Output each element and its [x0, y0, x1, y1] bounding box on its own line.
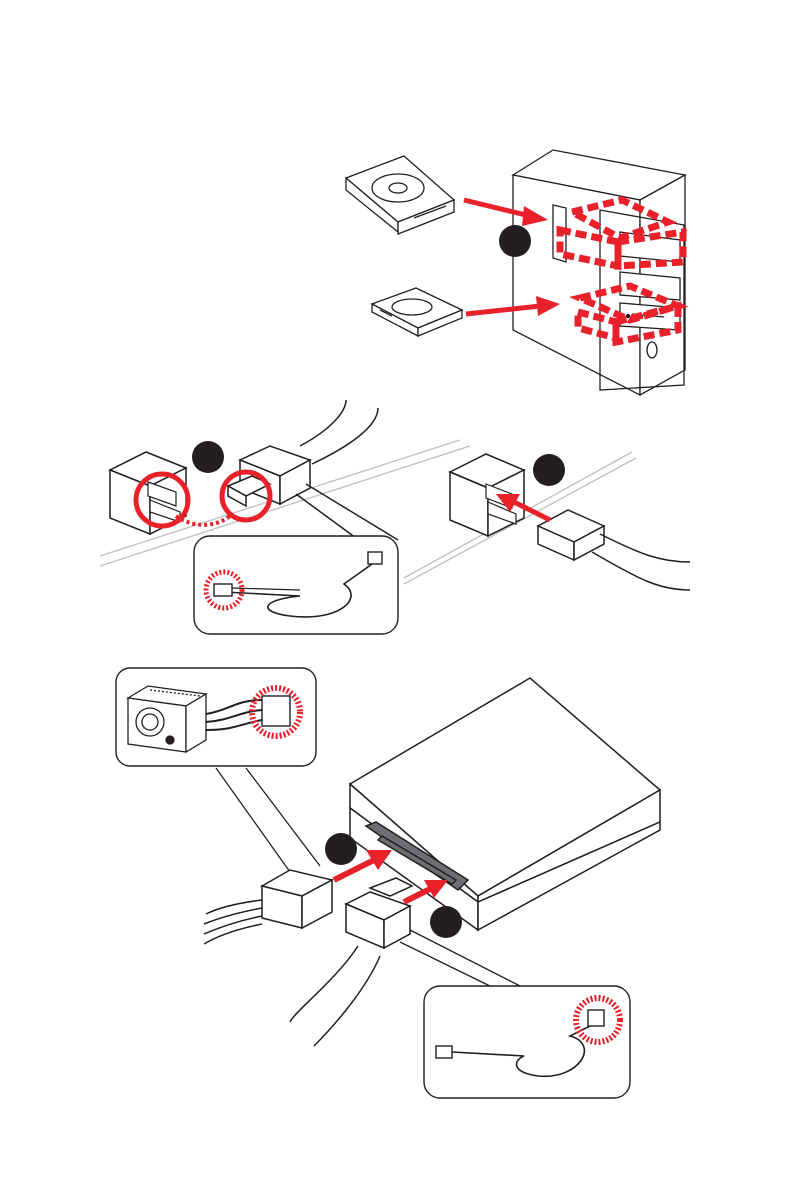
sata-cable-icon — [538, 510, 690, 590]
callout-pointer — [216, 768, 320, 872]
pc-case-icon — [513, 150, 685, 395]
panel-sata-motherboard — [100, 400, 690, 634]
step-badge-3 — [533, 454, 565, 486]
step-badge-4 — [325, 833, 357, 865]
step-badge-2 — [192, 441, 224, 473]
hard-drive-icon — [372, 288, 462, 336]
power-supply-icon — [128, 686, 206, 752]
panel-install-drives — [346, 150, 685, 395]
callout-pointer — [400, 930, 524, 988]
sata-cable-callout — [424, 986, 630, 1098]
step-badge-5 — [430, 906, 462, 938]
step-badge-1 — [499, 225, 531, 257]
panel-drive-cables — [116, 668, 660, 1098]
power-supply-callout — [116, 668, 316, 766]
sata-power-cable-icon — [204, 870, 332, 944]
optical-drive-icon — [346, 156, 454, 234]
sata-cable-callout — [194, 536, 398, 634]
